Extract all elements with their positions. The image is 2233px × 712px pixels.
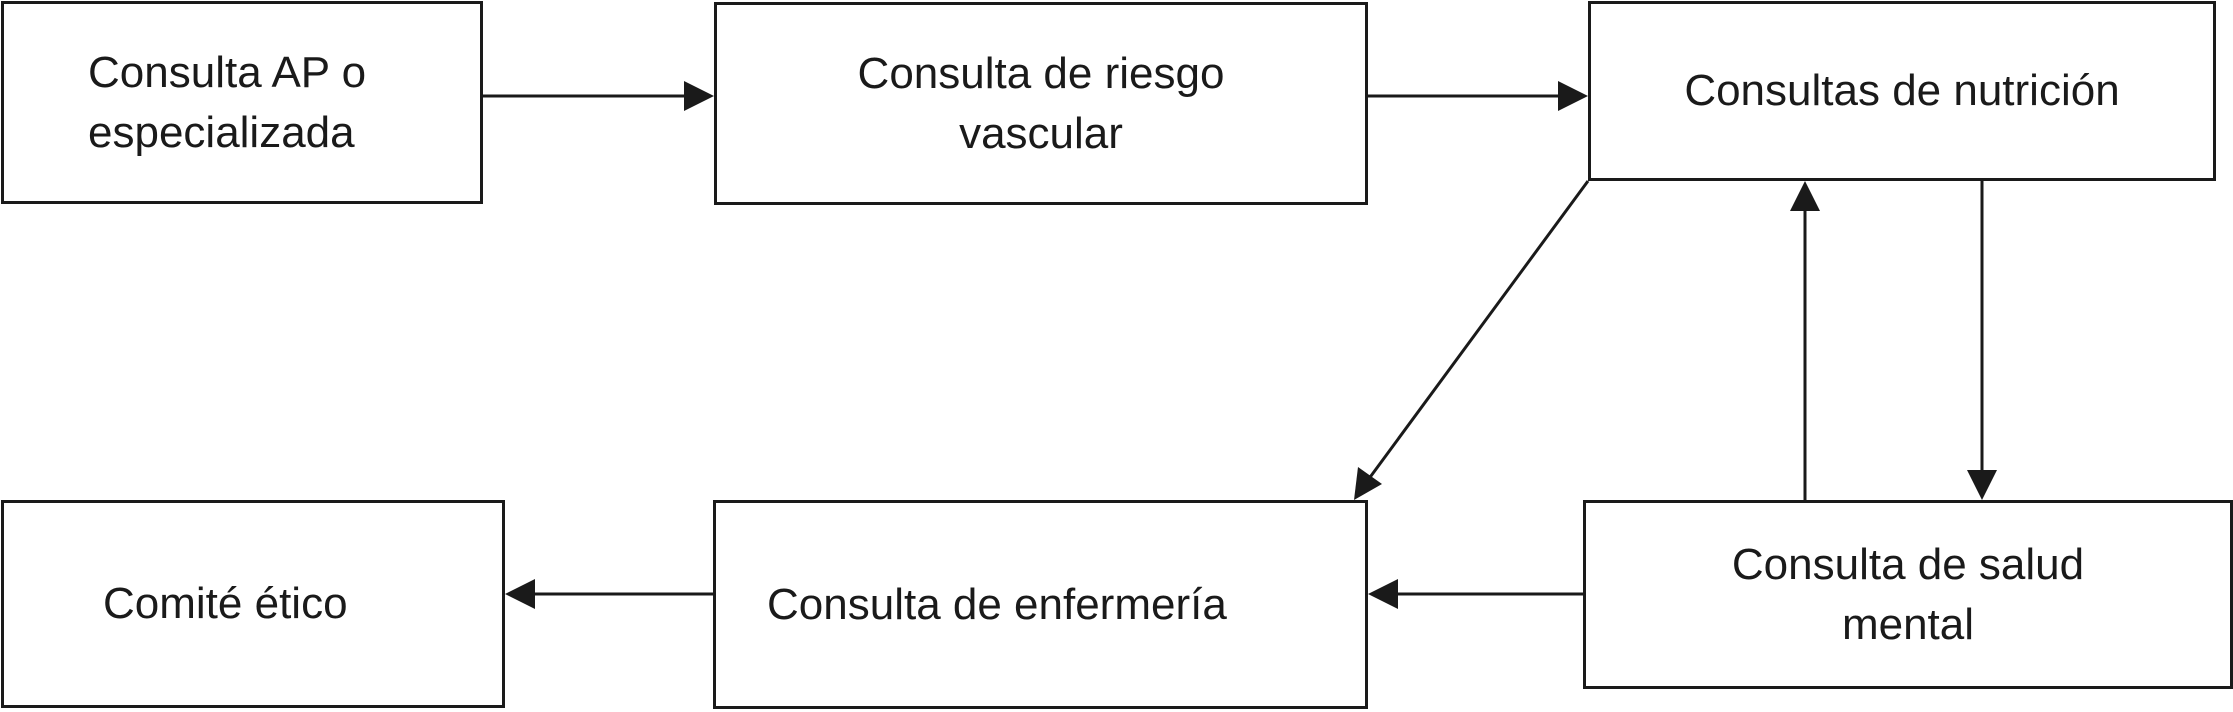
edge-nutricion-to-enfermeria [1354, 180, 1590, 500]
edge-ap-to-riesgo [483, 81, 714, 111]
arrowhead [1354, 467, 1382, 500]
edge-enfermeria-to-comite [505, 579, 713, 609]
edge-salud-to-enfermeria [1368, 579, 1583, 609]
node-label: Consulta de riesgo vascular [857, 48, 1225, 158]
arrowhead [1790, 181, 1820, 211]
node-label: Comité ético [103, 579, 348, 628]
node-consulta-salud-mental: Consulta de salud mental [1583, 500, 2233, 689]
node-consulta-ap: Consulta AP o especializada [1, 1, 483, 204]
node-label: Consulta de salud mental [1731, 539, 2085, 649]
node-comite-etico: Comité ético [1, 500, 505, 708]
node-consulta-riesgo-vascular: Consulta de riesgo vascular [714, 2, 1368, 205]
node-label: Consultas de nutrición [1684, 66, 2120, 115]
node-consulta-enfermeria: Consulta de enfermería [713, 500, 1368, 709]
edge-nutricion-to-salud [1967, 181, 1997, 500]
edge-salud-to-nutricion [1790, 181, 1820, 500]
edge-line [1366, 180, 1590, 481]
node-label: Consulta de enfermería [767, 579, 1227, 629]
arrowhead [505, 579, 535, 609]
arrowhead [1558, 81, 1588, 111]
node-label: Consulta AP o especializada [88, 47, 367, 157]
edge-riesgo-to-nutricion [1368, 81, 1588, 111]
arrowhead [684, 81, 714, 111]
arrowhead [1967, 470, 1997, 500]
arrowhead [1368, 579, 1398, 609]
node-consultas-nutricion: Consultas de nutrición [1588, 1, 2216, 181]
